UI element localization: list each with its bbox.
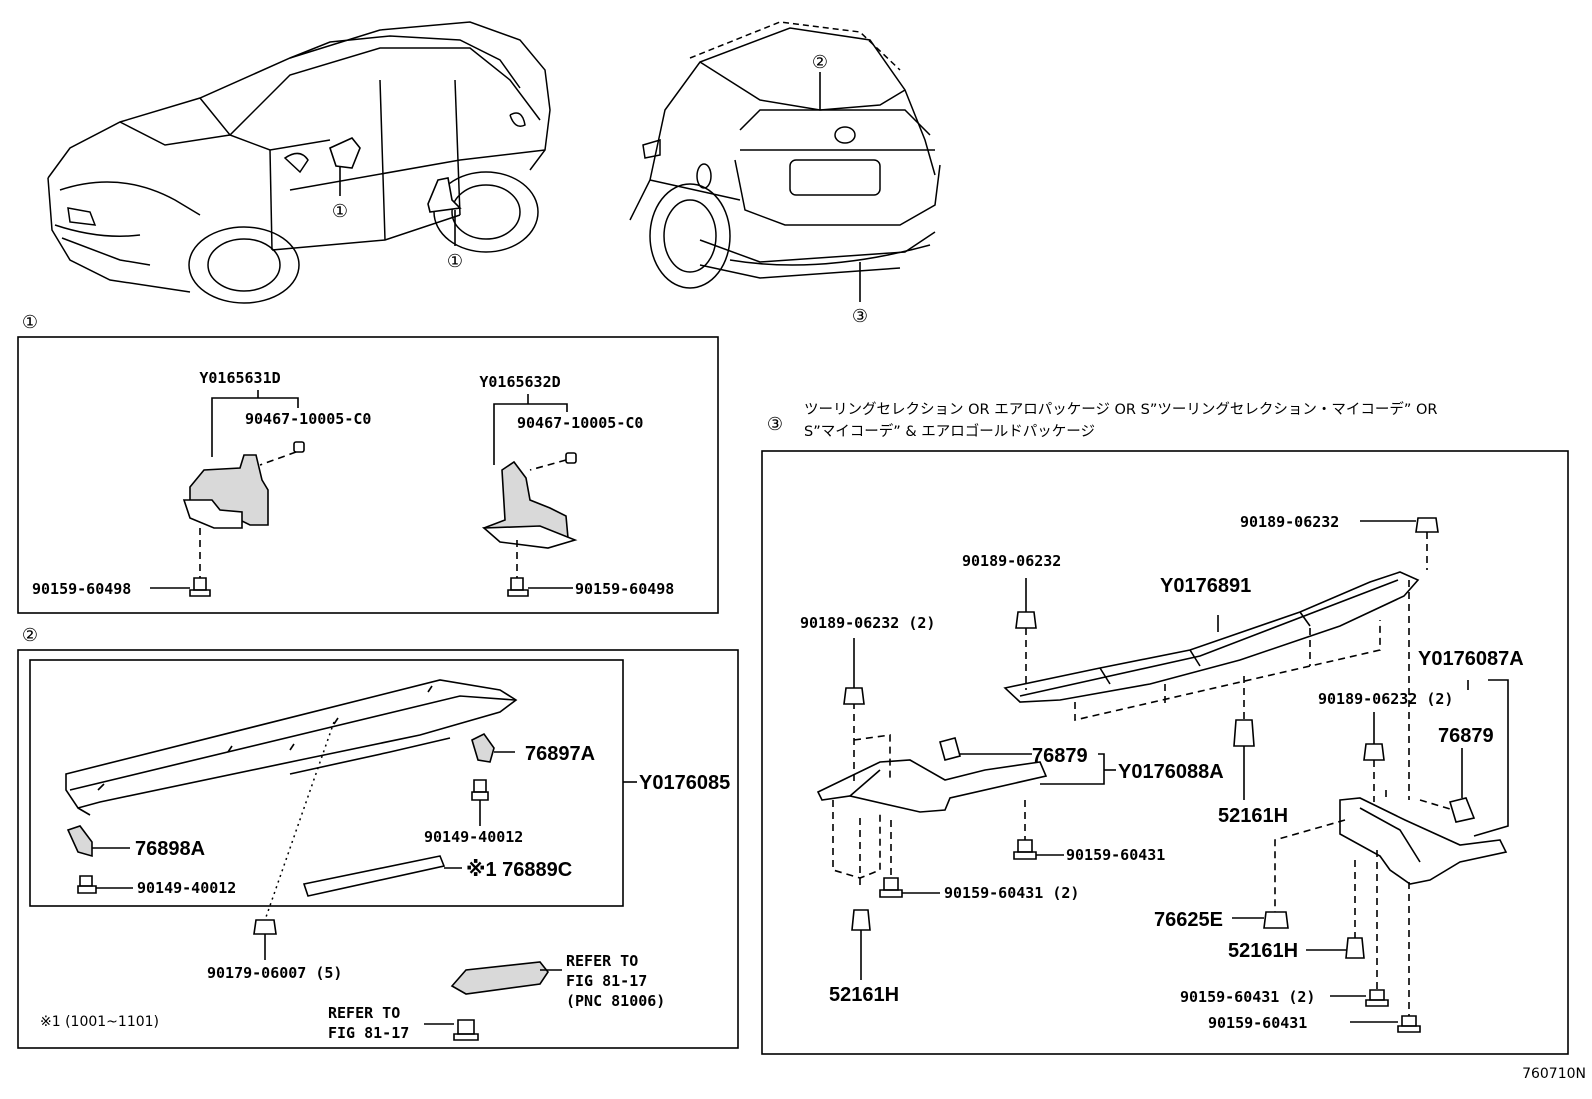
refer-text-1-line1: REFER TO — [566, 952, 638, 970]
label-90189-06232-right: 90189-06232 (2) — [1318, 690, 1453, 708]
label-76879-right: 76879 — [1438, 725, 1494, 747]
refer-text-1-line3: (PNC 81006) — [566, 992, 665, 1010]
label-52161H-left: 52161H — [829, 984, 899, 1006]
section2-callout: ② — [22, 625, 38, 646]
label-90467-10005-C0-right: 90467-10005-C0 — [517, 414, 643, 432]
section3-callout: ③ — [767, 414, 783, 435]
label-90149-40012-left: 90149-40012 — [137, 879, 236, 897]
callout-1a: ① — [332, 201, 348, 222]
label-52161H-mid: 52161H — [1218, 805, 1288, 827]
label-90159-60431-right2: 90159-60431 — [1208, 1014, 1307, 1032]
section3-condition-line1: ツーリングセレクション OR エアロパッケージ OR S”ツーリングセレクション… — [804, 400, 1437, 418]
section3-parts — [816, 517, 1509, 1033]
section1-frame — [17, 336, 719, 614]
label-90189-06232-top: 90189-06232 — [1240, 513, 1339, 531]
car-rear-view — [629, 21, 941, 302]
label-90159-60498-left: 90159-60498 — [32, 580, 131, 598]
label-76625E: 76625E — [1154, 909, 1223, 931]
label-76898A: 76898A — [135, 838, 205, 860]
label-Y0176085: Y0176085 — [639, 772, 730, 794]
label-90159-60498-right: 90159-60498 — [575, 580, 674, 598]
label-Y0165632D: Y0165632D — [479, 373, 560, 391]
label-76879-left: 76879 — [1032, 745, 1088, 767]
label-Y0176891: Y0176891 — [1160, 575, 1251, 597]
label-90159-60431-mid: 90159-60431 — [1066, 846, 1165, 864]
car-front-view — [47, 21, 551, 304]
label-Y0176088A: Y0176088A — [1118, 761, 1224, 783]
callout-1b: ① — [447, 251, 463, 272]
label-90189-06232-left: 90189-06232 (2) — [800, 614, 935, 632]
refer-text-1-line2: FIG 81-17 — [566, 972, 647, 990]
callout-3-car: ③ — [852, 306, 868, 327]
label-90159-60431-left: 90159-60431 (2) — [944, 884, 1079, 902]
refer-text-2-line1: REFER TO — [328, 1004, 400, 1022]
label-52161H-right: 52161H — [1228, 940, 1298, 962]
section3-condition-line2: S”マイコーデ” & エアロゴールドパッケージ — [804, 422, 1095, 440]
label-90189-06232-mid: 90189-06232 — [962, 552, 1061, 570]
label-90179-06007: 90179-06007 (5) — [207, 964, 342, 982]
rear-spoiler-part — [65, 679, 637, 1041]
section1-right-bracket — [481, 394, 578, 597]
label-76897A: 76897A — [525, 743, 595, 765]
section1-left-bracket — [150, 390, 305, 597]
label-90159-60431-right1: 90159-60431 (2) — [1180, 988, 1315, 1006]
section2-frame — [17, 649, 739, 1049]
label-Y0176087A: Y0176087A — [1418, 648, 1524, 670]
section2-inner-frame — [29, 659, 624, 907]
section3-frame — [761, 450, 1569, 1055]
label-90149-40012-right: 90149-40012 — [424, 828, 523, 846]
callout-2-car: ② — [812, 52, 828, 73]
refer-text-2-line2: FIG 81-17 — [328, 1024, 409, 1042]
section1-callout: ① — [22, 312, 38, 333]
label-76889C: ※1 76889C — [466, 859, 572, 881]
label-90467-10005-C0-left: 90467-10005-C0 — [245, 410, 371, 428]
footnote-1: ※1 (1001~1101) — [40, 1014, 159, 1030]
diagram-code: 760710N — [1522, 1066, 1586, 1082]
label-Y0165631D: Y0165631D — [199, 369, 280, 387]
